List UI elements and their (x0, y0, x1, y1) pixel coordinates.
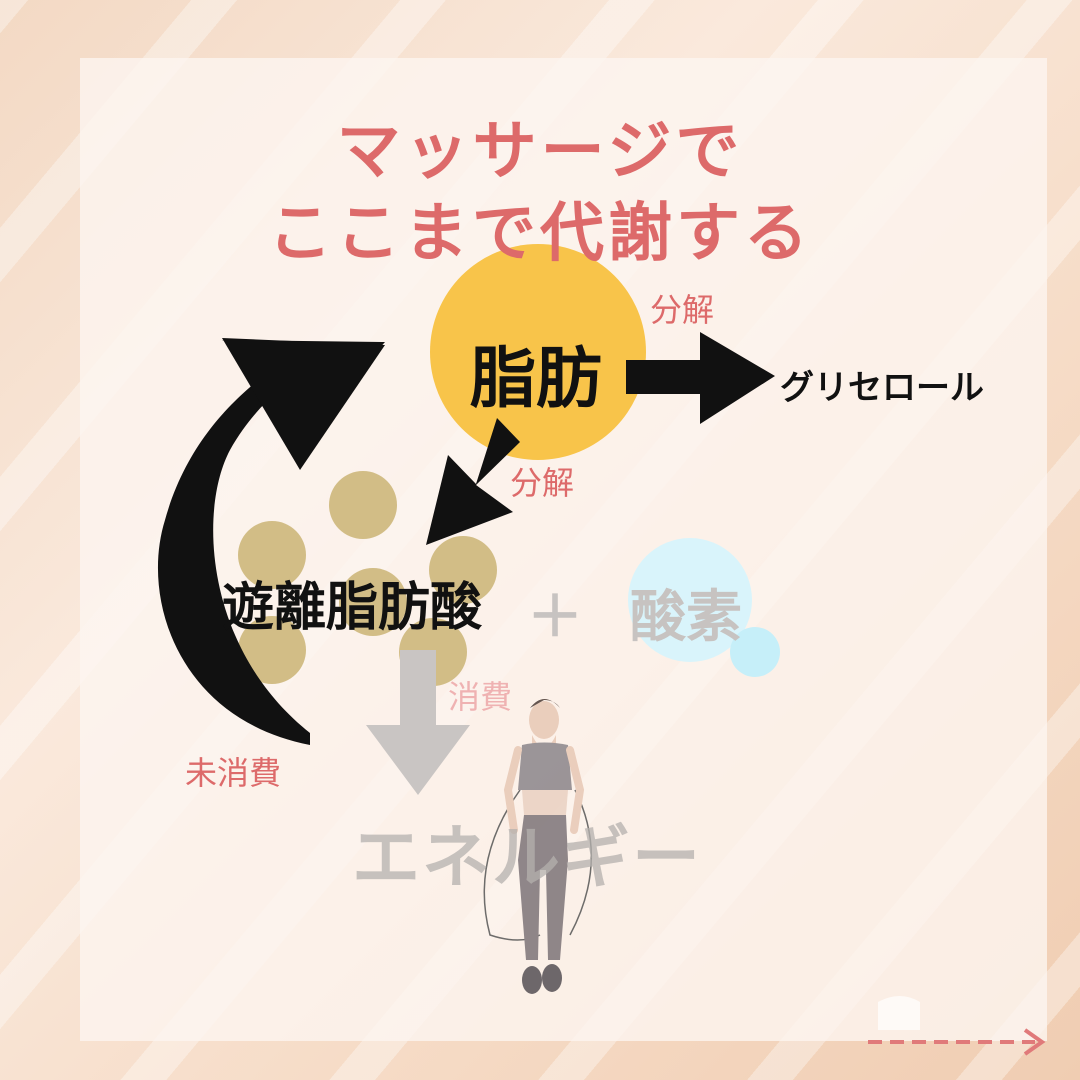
oxygen-small-circle (730, 627, 780, 677)
fatty-acid-dots (238, 471, 497, 686)
unconsumed-curved-arrow (157, 340, 385, 745)
energy-label: エネルギー (352, 819, 703, 898)
decompose-right-arrow (626, 332, 775, 424)
free-fatty-acid-label: 遊離脂肪酸 (222, 578, 483, 638)
unconsumed-label: 未消費 (185, 754, 282, 792)
consume-arrow (366, 650, 470, 795)
decompose-down-arrow (426, 418, 520, 545)
oxygen-circle (628, 538, 752, 662)
glycerol-label: グリセロール (780, 368, 984, 408)
plus-sign: ＋ (527, 585, 583, 650)
oxygen-label: 酸素 (630, 585, 742, 650)
title-line-1: マッサージで (336, 115, 744, 189)
title-line-2: ここまで代謝する (268, 197, 812, 271)
next-page-indicator (868, 996, 1046, 1056)
decompose-down-label: 分解 (510, 464, 575, 502)
decompose-right-label: 分解 (650, 291, 715, 329)
jump-rope-woman-illustration (483, 699, 593, 994)
fat-circle (430, 244, 646, 460)
consume-label: 消費 (448, 678, 513, 716)
fat-label: 脂肪 (470, 340, 602, 417)
